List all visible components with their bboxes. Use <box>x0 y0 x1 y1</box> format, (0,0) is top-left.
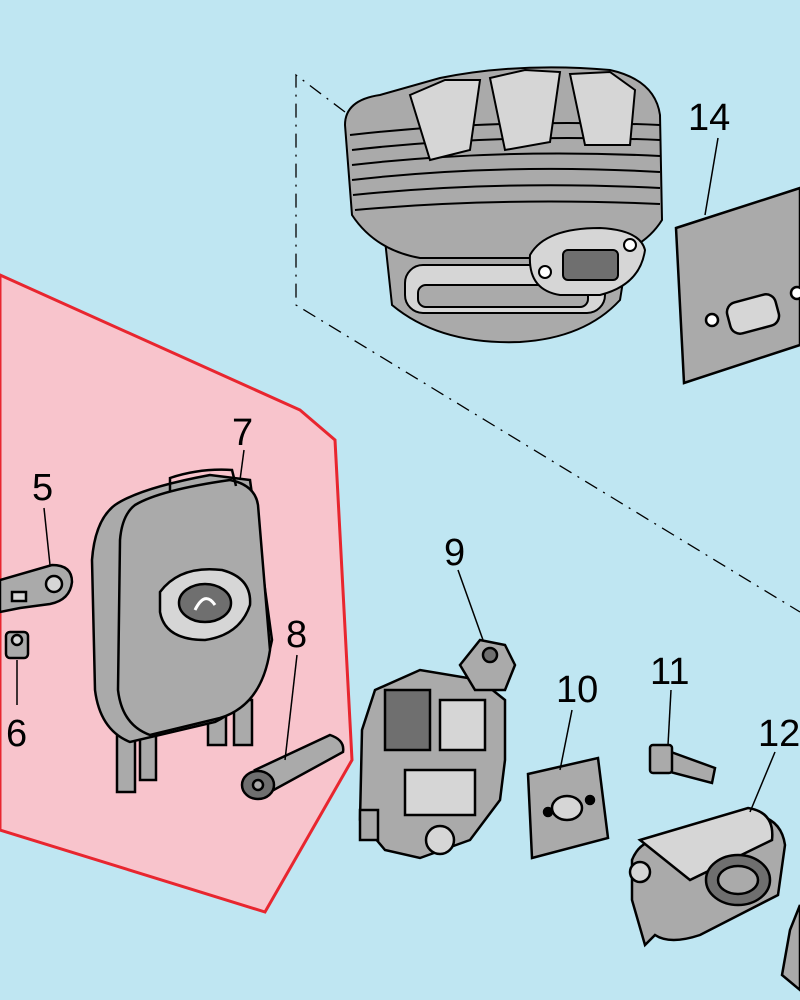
partial-part-icon <box>780 904 800 992</box>
gasket-icon[interactable] <box>526 756 610 860</box>
callout-9: 9 <box>444 532 465 574</box>
choke-lever-icon[interactable] <box>0 563 74 614</box>
leader-line <box>43 507 51 566</box>
bolt-icon[interactable] <box>648 743 717 785</box>
callout-12: 12 <box>758 713 800 755</box>
air-filter-cover-icon[interactable] <box>90 468 274 794</box>
assembly-lines <box>295 73 800 613</box>
callout-11: 11 <box>650 651 689 693</box>
carburetor-icon[interactable] <box>358 638 517 860</box>
callout-14: 14 <box>688 97 730 139</box>
leader-line <box>239 449 245 481</box>
cylinder-icon[interactable] <box>343 66 664 344</box>
leader-line <box>457 569 484 641</box>
leader-line <box>749 751 776 813</box>
callout-5: 5 <box>32 467 53 509</box>
callout-8: 8 <box>286 614 307 656</box>
gasket-icon[interactable] <box>674 186 800 385</box>
screw-icon[interactable] <box>4 630 30 660</box>
callout-10: 10 <box>556 669 598 711</box>
bolt-icon[interactable] <box>240 733 345 801</box>
leader-line <box>559 709 573 771</box>
callout-6: 6 <box>6 713 27 755</box>
leader-line <box>284 654 298 761</box>
leader-line <box>704 137 719 216</box>
intake-manifold-icon[interactable] <box>628 806 787 948</box>
callout-7: 7 <box>232 412 253 454</box>
leader-line <box>667 689 672 746</box>
